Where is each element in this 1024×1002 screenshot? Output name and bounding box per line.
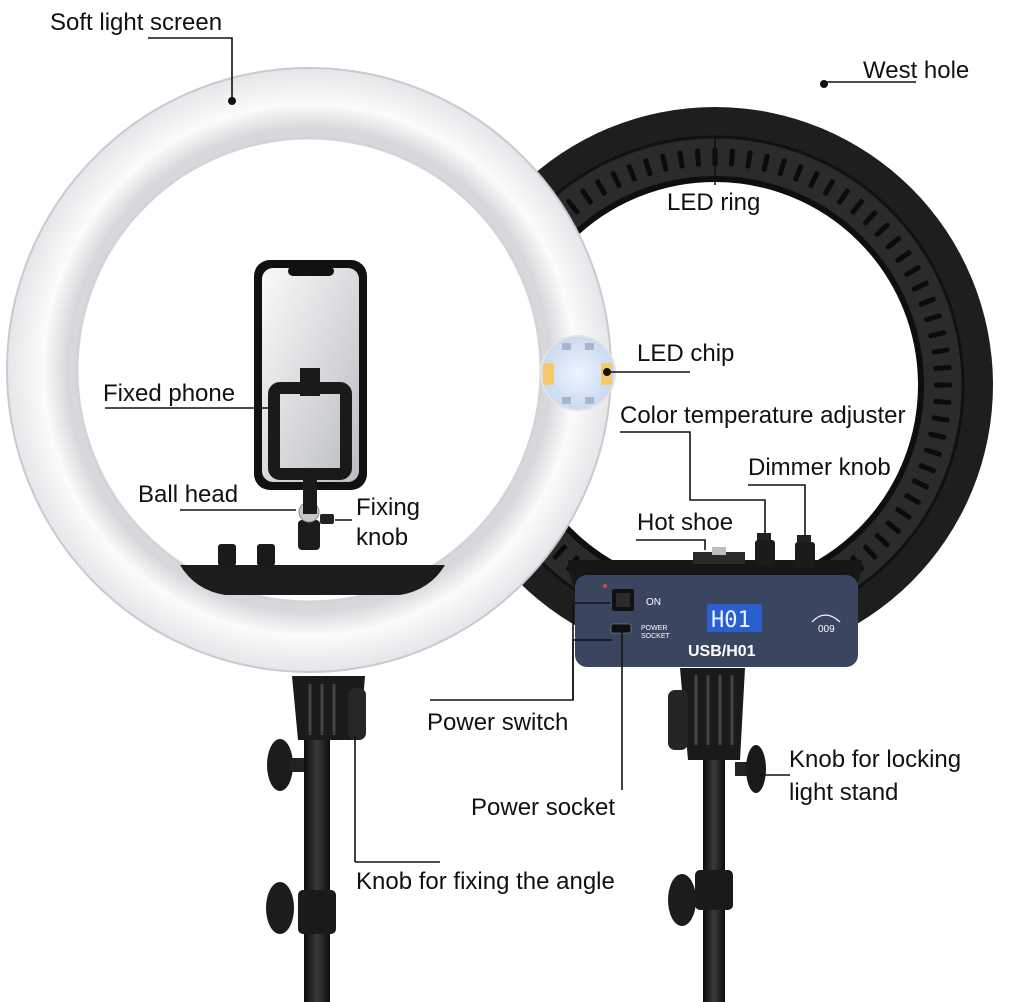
vent-slot — [580, 188, 593, 205]
vent-slot — [874, 222, 890, 238]
label-ball-head: Ball head — [138, 481, 238, 508]
labels: Soft light screen West hole LED ring LED… — [50, 9, 969, 895]
vent-slot — [918, 296, 936, 307]
vent-slot — [911, 280, 929, 292]
vent-slot — [933, 364, 952, 372]
label-color-temperature-adjuster: Color temperature adjuster — [620, 402, 905, 429]
vent-slot — [626, 164, 637, 182]
vent-slot — [904, 265, 921, 277]
dimmer-knob — [795, 535, 815, 568]
label-west-hole: West hole — [863, 57, 969, 84]
left-knob-2 — [257, 544, 275, 566]
vent-slot — [918, 463, 936, 474]
lcd-display-text: H01 — [711, 608, 751, 633]
label-power-socket: Power socket — [471, 794, 615, 821]
right-lower-knob — [668, 874, 696, 926]
label-led-ring: LED ring — [667, 189, 760, 216]
vent-slot — [823, 179, 835, 196]
vent-slot — [895, 507, 912, 520]
vent-slot — [928, 330, 947, 339]
vent-slot — [874, 532, 890, 548]
vent-slot — [862, 544, 878, 560]
vent-slot — [933, 398, 952, 406]
label-power-switch: Power switch — [427, 709, 568, 736]
label-knob-fixing-angle: Knob for fixing the angle — [356, 868, 615, 895]
label-led-chip: LED chip — [637, 340, 734, 367]
left-knob-1 — [218, 544, 236, 566]
right-bracket — [668, 668, 745, 760]
vent-slot — [885, 520, 902, 534]
vent-slot — [610, 171, 622, 189]
vent-slot — [745, 150, 753, 169]
left-bracket — [292, 676, 366, 740]
control-panel: ON POWER SOCKET H01 USB/H01 009 — [568, 560, 862, 667]
led-chip-closeup — [540, 335, 616, 411]
vent-slot — [777, 158, 787, 176]
phone-clamp — [268, 368, 352, 514]
label-dimmer-knob: Dimmer knob — [748, 454, 891, 481]
vent-slot — [931, 415, 950, 423]
vent-slot — [552, 544, 568, 560]
vent-slot — [808, 171, 820, 189]
vent-slot — [934, 382, 952, 388]
vent-slot — [566, 198, 580, 215]
model-label: USB/H01 — [688, 643, 756, 660]
vent-slot — [931, 347, 950, 355]
lcd-display: H01 — [707, 604, 762, 633]
label-knob-locking-line2: light stand — [789, 779, 898, 806]
power-on-label: ON — [646, 597, 661, 608]
vent-slot — [728, 148, 736, 167]
label-hot-shoe: Hot shoe — [637, 509, 733, 536]
vent-slot — [694, 148, 702, 167]
dial-arc — [811, 614, 841, 623]
vent-slot — [885, 236, 902, 250]
vent-slot — [643, 158, 653, 176]
vent-slot — [761, 153, 770, 172]
power-switch — [603, 584, 634, 611]
vent-slot — [660, 153, 669, 172]
right-stand-collar — [695, 870, 733, 910]
color-temperature-knob — [755, 533, 775, 566]
leader-lines — [105, 37, 916, 863]
left-ring-light — [6, 67, 612, 1002]
socket-label-line2: SOCKET — [641, 633, 671, 640]
vent-slot — [895, 250, 912, 263]
locking-knob — [735, 745, 766, 793]
angle-knob — [267, 739, 304, 791]
left-stand-collar — [298, 890, 336, 934]
hot-shoe — [693, 547, 745, 564]
label-fixing-knob-line1: Fixing — [356, 494, 420, 521]
vent-slot — [924, 313, 942, 323]
vent-slot — [677, 150, 685, 169]
vent-slot — [862, 210, 878, 226]
label-knob-locking-line1: Knob for locking — [789, 746, 961, 773]
label-soft-light-screen: Soft light screen — [50, 9, 222, 36]
vent-slot — [924, 447, 942, 457]
left-stand-pole — [304, 720, 330, 1002]
socket-label-line1: POWER — [641, 625, 667, 632]
vent-slot — [911, 478, 929, 490]
label-fixed-phone: Fixed phone — [103, 380, 235, 407]
vent-slot — [850, 198, 864, 215]
dial-text: 009 — [818, 624, 835, 635]
power-socket — [610, 623, 632, 634]
vent-slot — [793, 164, 804, 182]
vent-slot — [904, 493, 921, 505]
left-lower-knob — [266, 882, 294, 934]
left-base-panel — [180, 565, 445, 595]
label-fixing-knob-line2: knob — [356, 524, 408, 551]
vent-slot — [595, 179, 607, 196]
vent-slot — [928, 431, 947, 440]
vent-slot — [837, 188, 850, 205]
